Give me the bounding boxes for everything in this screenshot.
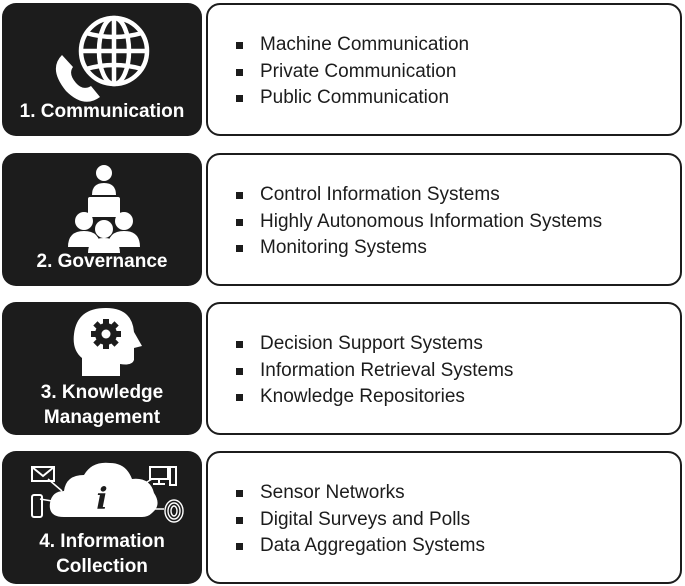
envelope-icon bbox=[31, 466, 55, 482]
list-item: Monitoring Systems bbox=[236, 235, 602, 262]
list-item: Private Communication bbox=[236, 59, 469, 86]
list-item: Control Information Systems bbox=[236, 182, 602, 209]
category-box-governance: Control Information Systems Highly Auton… bbox=[206, 153, 682, 286]
list-item: Decision Support Systems bbox=[236, 331, 513, 358]
tile-title-line2: Management bbox=[43, 407, 161, 428]
tile-title-line1: 4. Information bbox=[39, 531, 165, 552]
item-list: Decision Support Systems Information Ret… bbox=[236, 331, 513, 411]
svg-text:i: i bbox=[96, 482, 107, 517]
category-box-information-collection: Sensor Networks Digital Surveys and Poll… bbox=[206, 451, 682, 584]
row-communication: 1. Communication Machine Communication P… bbox=[0, 3, 685, 136]
list-item: Digital Surveys and Polls bbox=[236, 507, 485, 534]
tile-knowledge-management: 3. Knowledge Management bbox=[2, 302, 202, 435]
computer-icon bbox=[149, 466, 177, 486]
tile-information-collection: i bbox=[2, 451, 202, 584]
tile-communication: 1. Communication bbox=[2, 3, 202, 136]
list-item: Highly Autonomous Information Systems bbox=[236, 209, 602, 236]
list-item: Knowledge Repositories bbox=[236, 384, 513, 411]
list-item: Machine Communication bbox=[236, 32, 469, 59]
head-gear-icon bbox=[73, 308, 142, 376]
info-cloud-network-icon: i bbox=[31, 462, 184, 523]
list-item: Public Communication bbox=[236, 85, 469, 112]
item-list: Machine Communication Private Communicat… bbox=[236, 32, 469, 112]
category-box-knowledge-management: Decision Support Systems Information Ret… bbox=[206, 302, 682, 435]
list-item: Sensor Networks bbox=[236, 480, 485, 507]
list-item: Data Aggregation Systems bbox=[236, 533, 485, 560]
tile-title-line1: 3. Knowledge bbox=[40, 382, 164, 403]
item-list: Control Information Systems Highly Auton… bbox=[236, 182, 602, 262]
row-governance: 2. Governance Control Information System… bbox=[0, 153, 685, 286]
category-box-communication: Machine Communication Private Communicat… bbox=[206, 3, 682, 136]
tile-title: 1. Communication bbox=[19, 101, 185, 122]
tile-title: 2. Governance bbox=[36, 251, 168, 272]
fingerprint-icon bbox=[164, 499, 184, 523]
row-information-collection: i bbox=[0, 451, 685, 584]
tile-governance: 2. Governance bbox=[2, 153, 202, 286]
presenter-audience-icon bbox=[68, 165, 140, 253]
item-list: Sensor Networks Digital Surveys and Poll… bbox=[236, 480, 485, 560]
list-item: Information Retrieval Systems bbox=[236, 358, 513, 385]
globe-phone-icon bbox=[55, 15, 150, 102]
row-knowledge-management: 3. Knowledge Management Decision Support… bbox=[0, 302, 685, 435]
mobile-phone-icon bbox=[31, 494, 43, 518]
tile-title-line2: Collection bbox=[56, 556, 148, 577]
